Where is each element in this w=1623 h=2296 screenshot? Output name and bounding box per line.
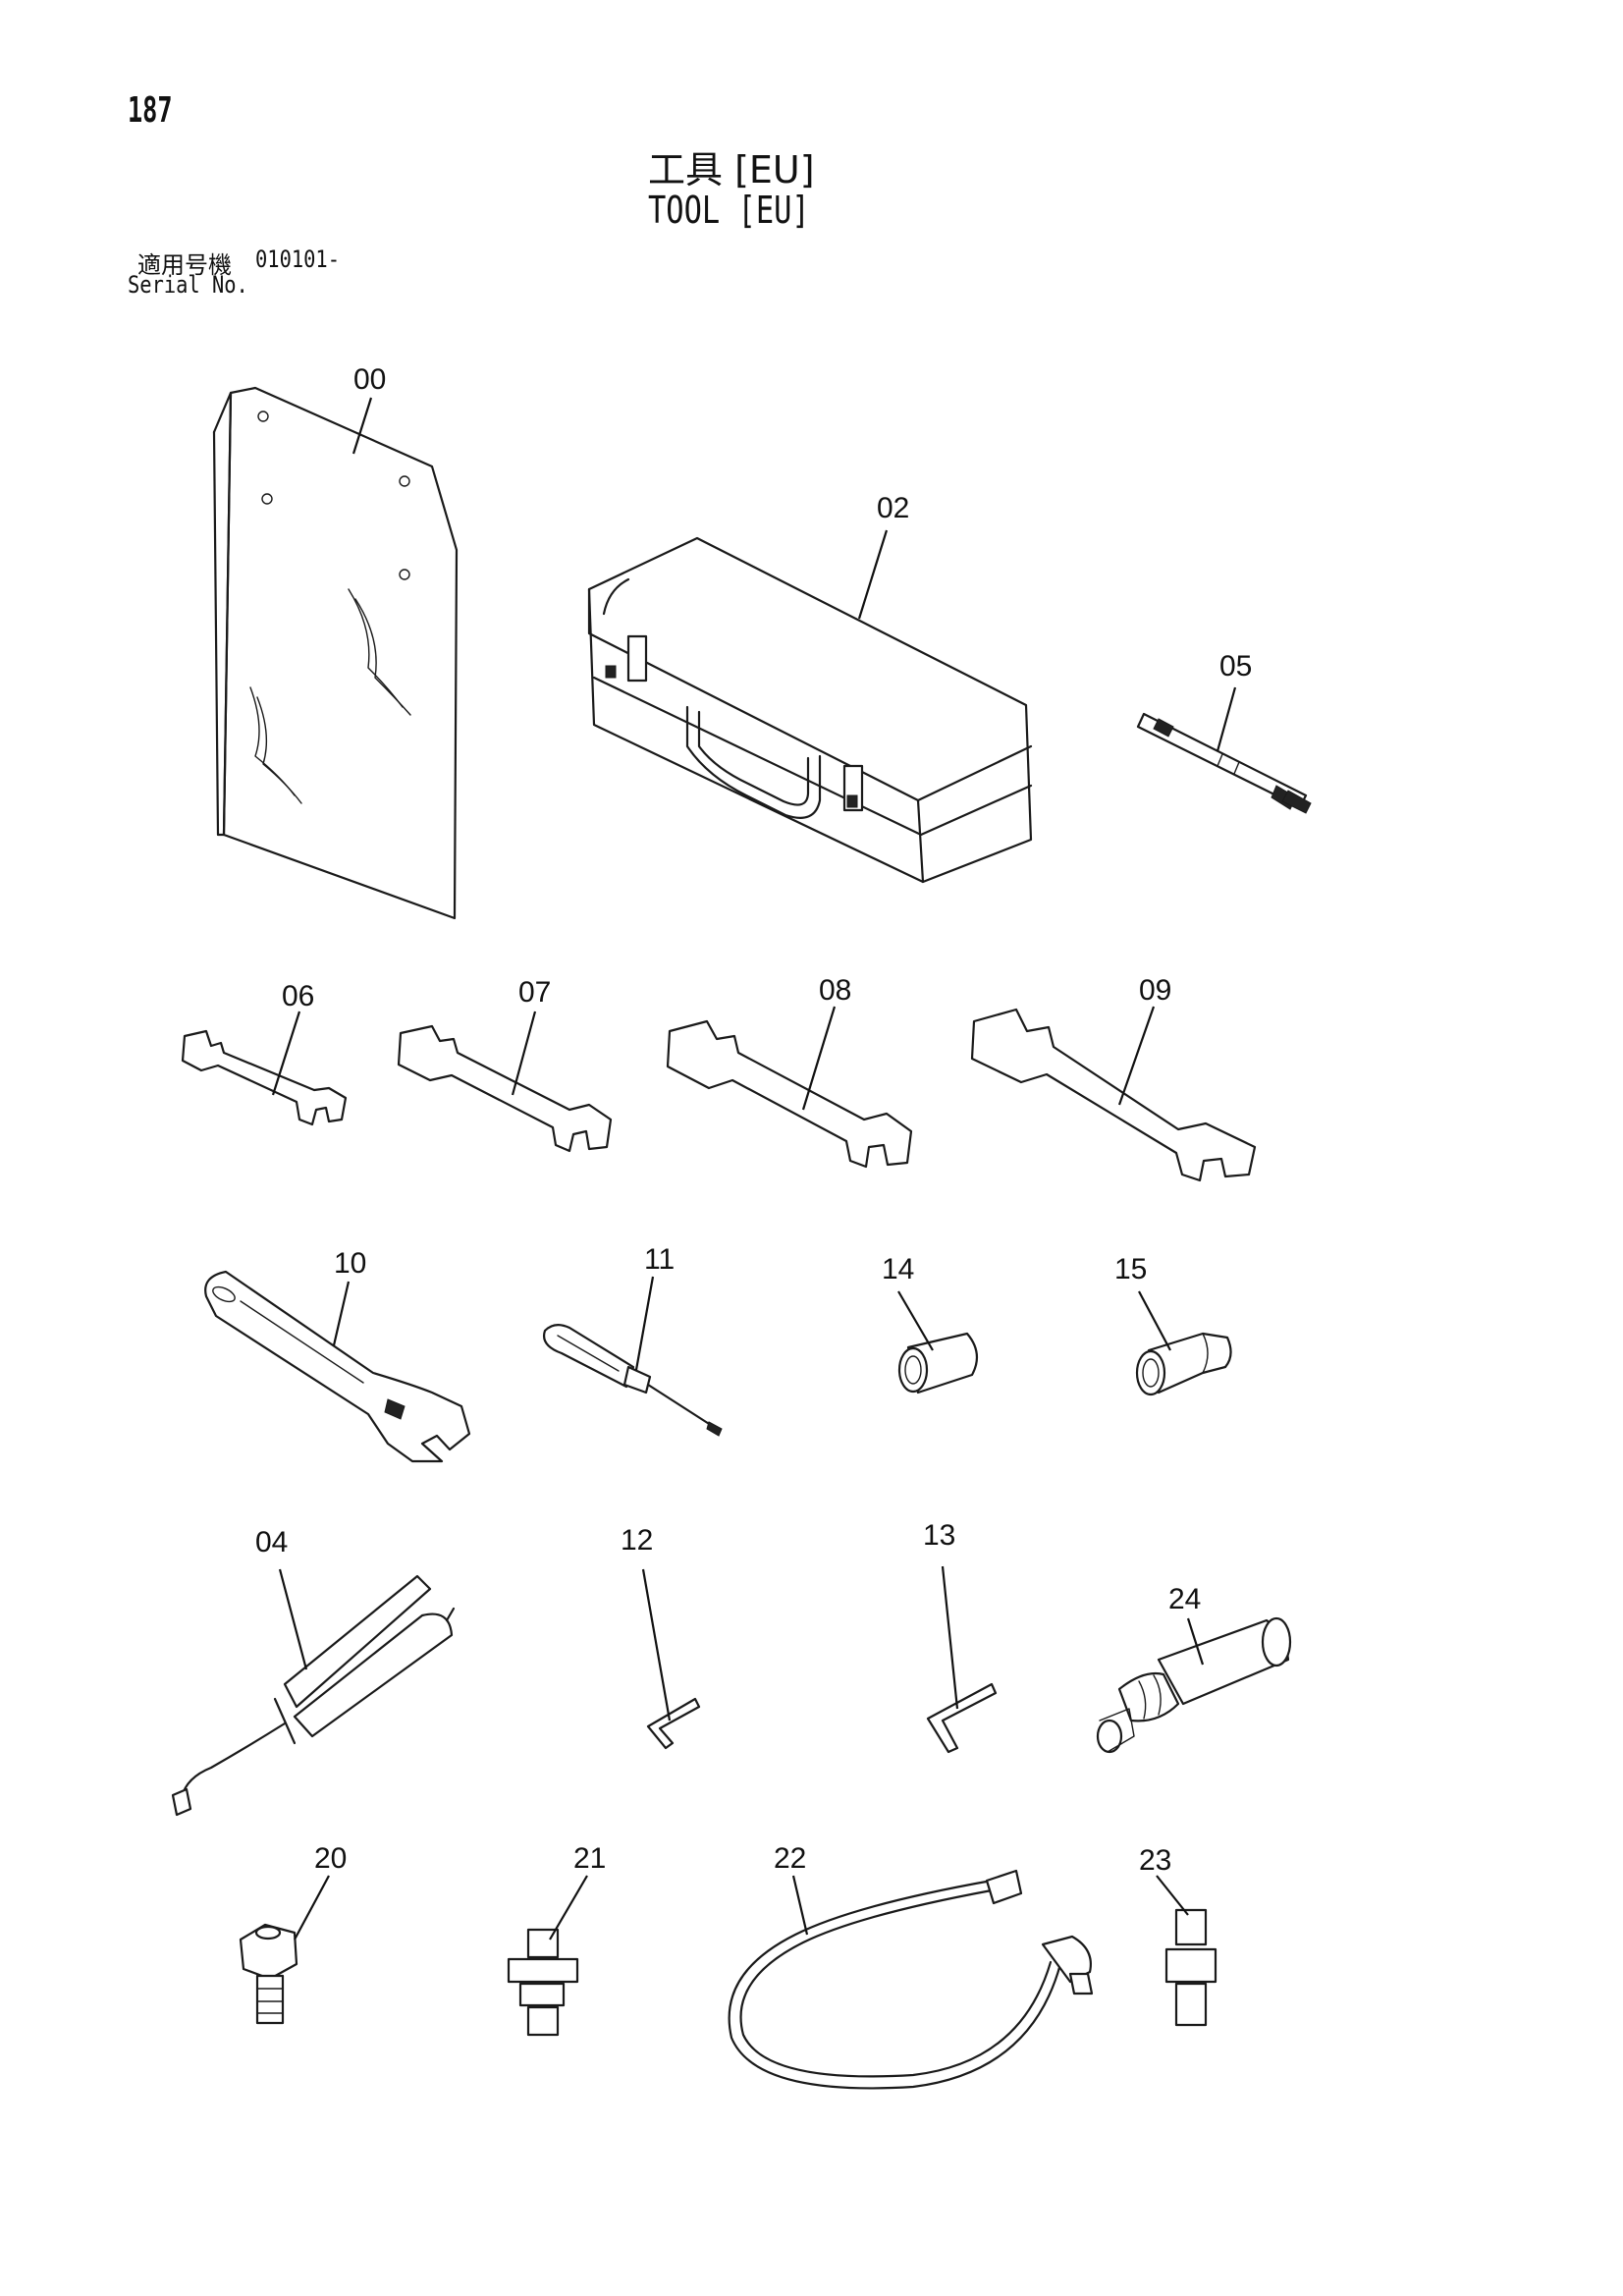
part-label: 12 [621, 1524, 653, 1557]
leader-07 [511, 1011, 537, 1096]
leader-09 [1117, 1006, 1156, 1106]
leader-13 [941, 1565, 959, 1710]
part-10-adjustable-wrench [204, 1270, 471, 1463]
part-label: 20 [314, 1842, 347, 1875]
part-02-tool-box [587, 536, 1033, 884]
leader-24 [1186, 1617, 1205, 1666]
part-label: 11 [644, 1243, 675, 1276]
serial-number-value: 010101- [255, 246, 340, 273]
part-label: 22 [774, 1842, 806, 1875]
part-label: 08 [819, 974, 851, 1007]
part-label: 24 [1168, 1583, 1201, 1615]
part-12-hex-key [646, 1697, 701, 1750]
leader-00 [352, 397, 373, 455]
part-22-hose [728, 1869, 1094, 2090]
part-label: 23 [1139, 1844, 1171, 1877]
leader-10 [332, 1281, 351, 1346]
part-06-wrench [181, 1029, 348, 1126]
leader-05 [1216, 686, 1237, 752]
part-20-adapter [239, 1923, 298, 2025]
leader-15 [1138, 1290, 1171, 1351]
part-label: 14 [882, 1253, 914, 1285]
part-label: 10 [334, 1247, 366, 1280]
part-15-socket [1135, 1332, 1232, 1396]
part-05-bar [1136, 712, 1312, 814]
page-number: 187 [128, 90, 173, 131]
part-14-socket [897, 1332, 979, 1394]
part-label: 21 [573, 1842, 606, 1875]
page-title-english: TOOL [EU] [648, 189, 810, 232]
leader-12 [641, 1568, 672, 1722]
part-00-manual-holder [212, 386, 459, 920]
part-label: 05 [1219, 650, 1252, 683]
part-07-wrench [397, 1024, 613, 1153]
leader-22 [791, 1875, 809, 1936]
page-title-japanese: 工具 [EU] [648, 148, 815, 191]
leader-20 [294, 1875, 330, 1941]
part-21-adapter [507, 1928, 579, 2037]
leader-06 [271, 1011, 301, 1096]
leader-08 [801, 1006, 837, 1111]
part-label: 06 [282, 980, 314, 1012]
part-label: 07 [518, 976, 551, 1009]
leader-23 [1156, 1875, 1189, 1916]
serial-label-english: Serial No. [128, 271, 248, 299]
leader-14 [897, 1290, 934, 1351]
serial-label-japanese: 適用号機 [137, 251, 232, 279]
part-08-wrench [666, 1019, 913, 1169]
part-11-screwdriver [543, 1324, 723, 1437]
part-label: 04 [255, 1526, 288, 1558]
part-09-wrench [970, 1008, 1257, 1182]
part-label: 09 [1139, 974, 1171, 1007]
part-04-grease-gun [171, 1574, 456, 1817]
part-label: 00 [353, 363, 386, 396]
part-label: 02 [877, 492, 909, 524]
leader-21 [549, 1875, 588, 1941]
leader-02 [857, 529, 889, 620]
leader-04 [278, 1568, 308, 1670]
part-23-adapter [1164, 1908, 1217, 2027]
part-label: 15 [1114, 1253, 1147, 1285]
leader-11 [634, 1276, 655, 1371]
part-label: 13 [923, 1519, 955, 1552]
part-13-hex-key [926, 1682, 998, 1754]
part-24-handle [1096, 1616, 1292, 1754]
